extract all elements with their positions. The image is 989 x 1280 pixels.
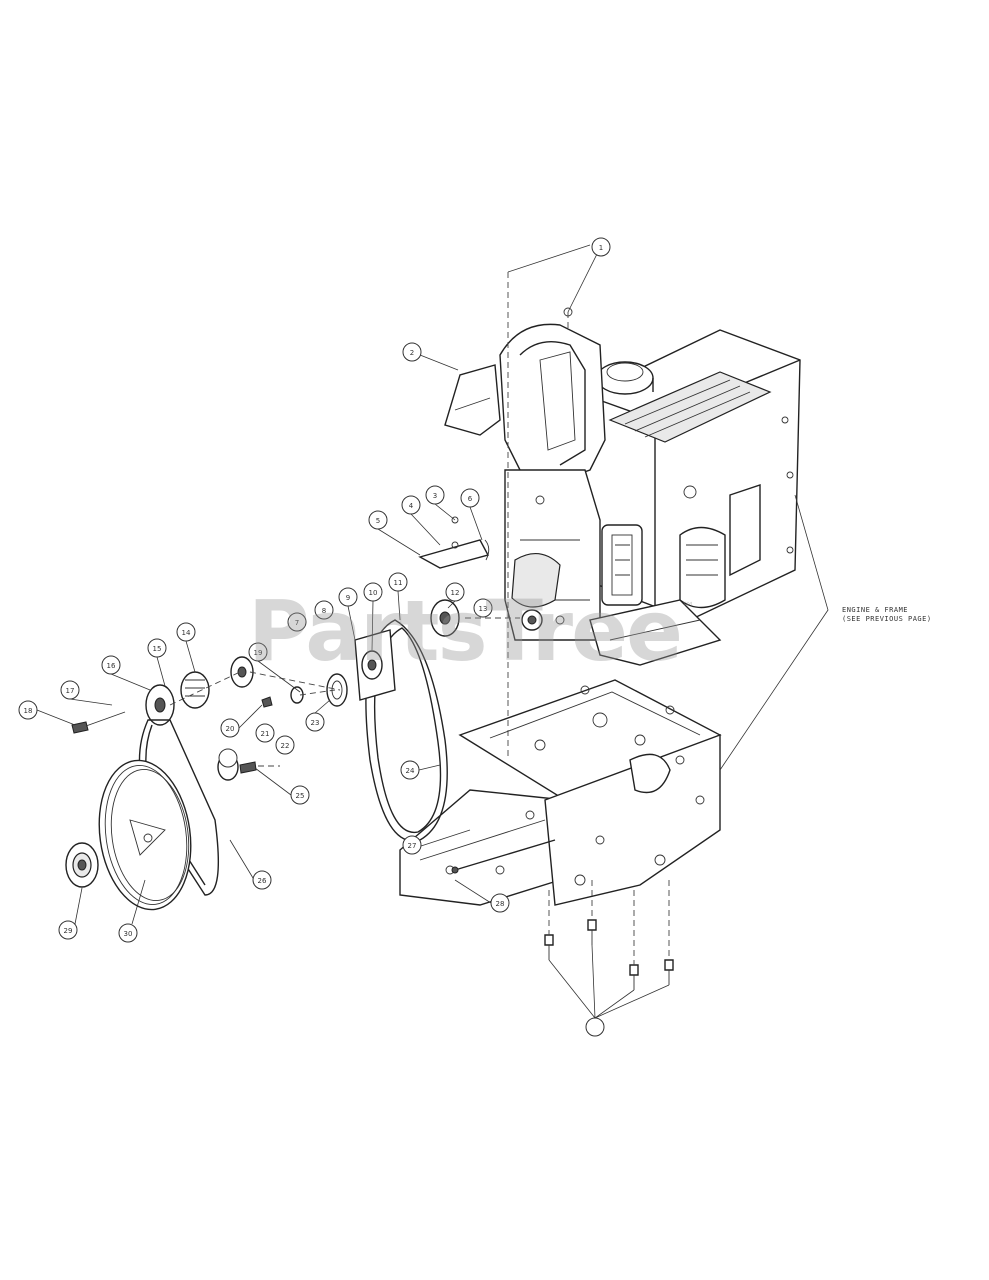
callout-bubble: [473, 598, 493, 618]
watermark-text: PartsTree: [248, 582, 683, 680]
bearing-flange: [65, 842, 99, 888]
callout-bubble: [58, 920, 78, 940]
frame-note-line1: ENGINE & FRAME: [842, 606, 909, 614]
callout-bubble: [402, 342, 422, 362]
callout-number: 1: [599, 244, 603, 252]
callout-number: 27: [408, 842, 417, 850]
engine: [584, 329, 801, 625]
callout-number: 17: [66, 687, 75, 695]
callout-bubble: [287, 612, 307, 632]
pulley-upper-right: [430, 599, 460, 637]
callout-number: 19: [254, 649, 263, 657]
callout-number: 7: [295, 619, 299, 627]
callout-number: 16: [107, 662, 116, 670]
callout-number: 3: [433, 492, 437, 500]
frame-note-leader: [719, 494, 829, 771]
callout-number: 20: [226, 725, 235, 733]
callout-number: 25: [296, 792, 305, 800]
large-pulley: [98, 759, 192, 911]
idler-assembly: [261, 629, 396, 708]
callout-number: 13: [479, 605, 488, 613]
callout-bubble: [118, 923, 138, 943]
trademark-symbol: ™: [681, 600, 695, 616]
callout-number: 26: [258, 877, 267, 885]
callout-number: 10: [369, 589, 378, 597]
callout-number: 2: [410, 349, 414, 357]
frame-note-line2: (SEE PREVIOUS PAGE): [842, 615, 932, 623]
callout-bubble: [275, 735, 295, 755]
frame-tower: [504, 469, 722, 666]
callout-number: 8: [322, 607, 326, 615]
frame-note: ENGINE & FRAME (SEE PREVIOUS PAGE): [842, 606, 932, 624]
callout-number: 6: [468, 495, 473, 503]
callout-bubble: [252, 870, 272, 890]
frame-bolts: [544, 919, 674, 990]
callout-number: 24: [406, 767, 415, 775]
callout-bubble: [255, 723, 275, 743]
callout-number: 21: [261, 730, 270, 738]
callout-bubble: [402, 835, 422, 855]
callout-number: 23: [311, 719, 320, 727]
lower-frame: [399, 679, 722, 906]
watermark: PartsTree™: [248, 582, 695, 680]
auger-pulley-set: [71, 656, 254, 734]
callout-number: 15: [153, 645, 162, 653]
callout-numbers: 1 2 3 4 5 6 7 8 9 10 11 12 13 14 15 16 1…: [24, 244, 604, 938]
callout-bubble: [591, 237, 611, 257]
callout-number: 12: [451, 589, 460, 597]
callouts: [18, 237, 670, 1037]
callout-number: 28: [496, 900, 505, 908]
callout-number: 5: [376, 517, 380, 525]
callout-number: 18: [24, 707, 33, 715]
reference-lines: [169, 272, 670, 965]
engine-shroud: [444, 307, 606, 494]
callout-bubble: [218, 748, 238, 768]
callout-number: 11: [394, 579, 403, 587]
callout-bubble: [314, 600, 334, 620]
control-linkage: [418, 516, 490, 569]
callout-number: 22: [281, 742, 290, 750]
callout-number: 30: [124, 930, 133, 938]
callout-number: 14: [182, 629, 191, 637]
callout-number: 9: [346, 594, 350, 602]
callout-number: 4: [409, 502, 414, 510]
callout-bubble: [585, 1017, 605, 1037]
callout-number: 29: [64, 927, 73, 935]
